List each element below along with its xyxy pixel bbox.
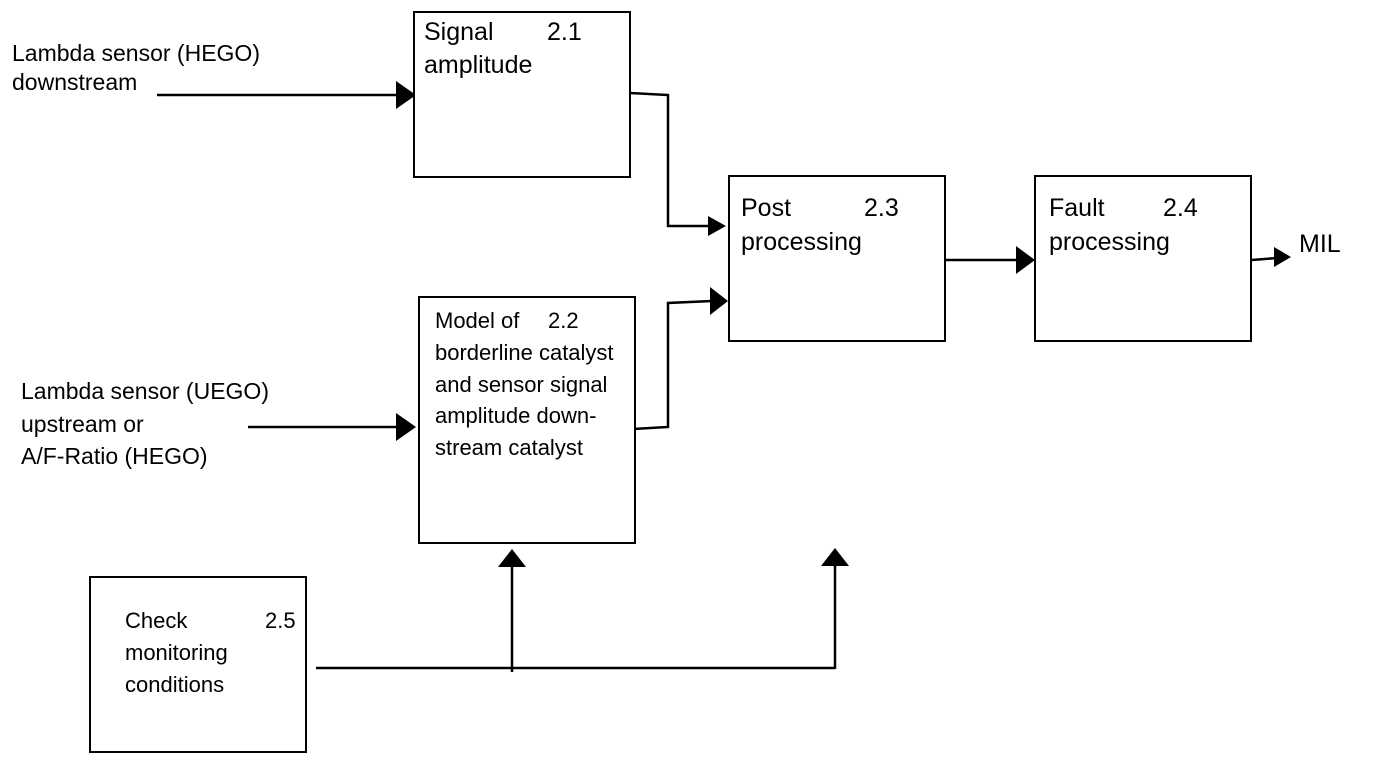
block-check-line2: monitoring <box>125 640 228 665</box>
block-post-processing-line2: processing <box>741 228 862 256</box>
block-signal-amplitude: Signal 2.1 amplitude <box>413 11 631 178</box>
block-check-line1: Check <box>125 608 188 633</box>
arrowhead-fault-processing <box>1016 246 1035 274</box>
block-model-line3: and sensor signal <box>435 372 608 397</box>
arrowhead-post-processing-top <box>708 216 726 236</box>
block-signal-amplitude-line1: Signal <box>424 18 494 46</box>
block-signal-amplitude-number: 2.1 <box>547 18 582 46</box>
input-uego-line1: Lambda sensor (UEGO) <box>21 378 269 404</box>
block-fault-processing-number: 2.4 <box>1163 194 1198 222</box>
input-uego-line3: A/F-Ratio (HEGO) <box>21 443 208 469</box>
block-model-borderline: Model of 2.2 borderline catalyst and sen… <box>418 296 636 544</box>
block-fault-processing-line2: processing <box>1049 228 1170 256</box>
block-model-line1: Model of <box>435 308 520 333</box>
arrowhead-model <box>396 413 416 441</box>
block-fault-processing: Fault 2.4 processing <box>1034 175 1252 342</box>
block-check-number: 2.5 <box>265 608 296 633</box>
input-uego-line2: upstream or <box>21 411 144 437</box>
output-mil-label: MIL <box>1299 230 1341 258</box>
block-signal-amplitude-line2: amplitude <box>424 51 533 79</box>
block-model-number: 2.2 <box>548 308 579 333</box>
arrowhead-post-processing-bottom <box>710 287 728 315</box>
arrow-signal-amplitude-to-post-processing <box>629 91 712 228</box>
block-check-line3: conditions <box>125 672 225 697</box>
arrowhead-post-up <box>821 548 849 566</box>
block-post-processing-line1: Post <box>741 194 792 222</box>
block-check-monitoring: Check 2.5 monitoring conditions <box>89 576 307 753</box>
block-model-line5: stream catalyst <box>435 435 583 460</box>
arrowhead-mil <box>1274 247 1291 267</box>
arrowhead-model-up <box>498 549 526 567</box>
block-post-processing-number: 2.3 <box>864 194 899 222</box>
block-fault-processing-line1: Fault <box>1049 194 1105 222</box>
block-model-line2: borderline catalyst <box>435 340 614 365</box>
arrowhead-signal-amplitude <box>396 81 416 109</box>
input-hego-line2: downstream <box>12 69 138 95</box>
block-model-line4: amplitude down- <box>435 403 597 428</box>
input-hego-line1: Lambda sensor (HEGO) <box>12 40 260 66</box>
arrow-fault-to-mil <box>1251 256 1278 262</box>
arrow-model-to-post-processing <box>632 299 713 431</box>
block-post-processing: Post 2.3 processing <box>728 175 946 342</box>
